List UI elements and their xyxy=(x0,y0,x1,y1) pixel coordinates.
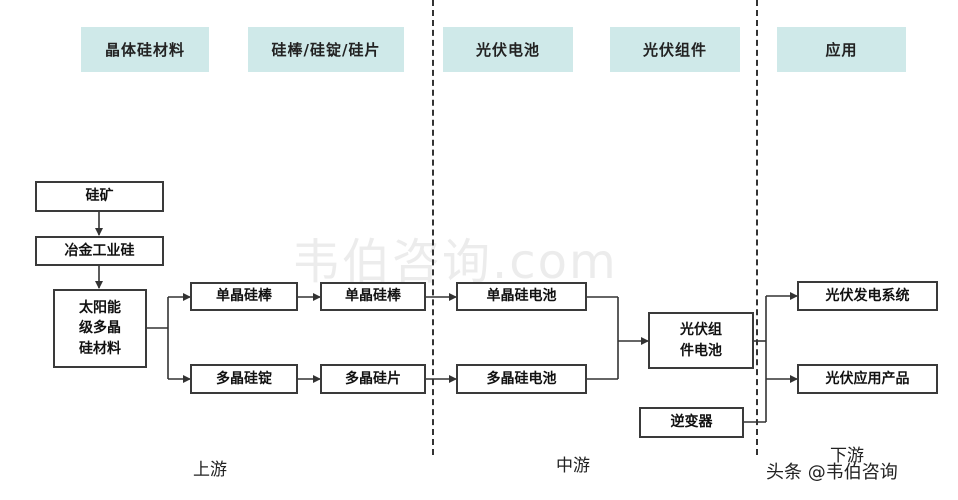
stage-label-downstream: 下游 xyxy=(830,446,864,466)
node-poly-ingot-label: 多晶硅锭 xyxy=(216,370,272,387)
node-silicon-ore: 硅矿 xyxy=(35,181,164,212)
node-solar-grade-poly-line1: 太阳能 xyxy=(79,300,121,317)
node-pv-module-line2: 件电池 xyxy=(680,342,722,359)
node-solar-grade-poly: 太阳能 级多晶 硅材料 xyxy=(53,289,147,368)
node-poly-wafer-label: 多晶硅片 xyxy=(345,370,401,387)
node-pv-application-products-label: 光伏应用产品 xyxy=(825,370,910,387)
node-poly-cell-label: 多晶硅电池 xyxy=(486,370,557,387)
node-poly-cell: 多晶硅电池 xyxy=(456,364,587,394)
node-metallurgical-silicon-label: 冶金工业硅 xyxy=(64,242,135,259)
node-mono-ingot-label: 单晶硅棒 xyxy=(216,288,272,305)
node-pv-module-line1: 光伏组 xyxy=(680,322,722,339)
source-credit-text: 头条 @韦伯咨询 xyxy=(766,462,898,483)
divider-upstream-midstream xyxy=(432,0,434,455)
node-mono-cell-label: 单晶硅电池 xyxy=(486,288,557,305)
stage-label-upstream: 上游 xyxy=(193,460,227,480)
watermark: 韦伯咨询.com xyxy=(292,234,618,290)
node-inverter-label: 逆变器 xyxy=(670,414,713,431)
node-mono-ingot: 单晶硅棒 xyxy=(190,282,298,311)
stage-label-midstream: 中游 xyxy=(556,456,590,476)
node-poly-ingot: 多晶硅锭 xyxy=(190,364,298,394)
header-ingot-wafer: 硅棒/硅锭/硅片 xyxy=(248,27,404,72)
node-pv-module-cell: 光伏组 件电池 xyxy=(648,312,754,369)
node-solar-grade-poly-line3: 硅材料 xyxy=(79,340,121,357)
node-solar-grade-poly-line2: 级多晶 xyxy=(79,320,121,337)
header-application: 应用 xyxy=(777,27,906,72)
header-pv-module: 光伏组件 xyxy=(610,27,740,72)
node-pv-application-products: 光伏应用产品 xyxy=(797,364,938,394)
node-metallurgical-silicon: 冶金工业硅 xyxy=(35,236,164,266)
node-inverter: 逆变器 xyxy=(639,407,744,438)
node-poly-wafer: 多晶硅片 xyxy=(320,364,426,394)
source-credit: 头条 @韦伯咨询 xyxy=(766,458,898,484)
header-pv-cell: 光伏电池 xyxy=(443,27,573,72)
node-pv-power-system-label: 光伏发电系统 xyxy=(825,287,910,304)
divider-midstream-downstream xyxy=(756,0,758,455)
node-mono-rod: 单晶硅棒 xyxy=(320,282,426,311)
node-mono-cell: 单晶硅电池 xyxy=(456,282,587,311)
header-crystalline-silicon: 晶体硅材料 xyxy=(81,27,209,72)
node-silicon-ore-label: 硅矿 xyxy=(85,188,114,205)
node-pv-power-system: 光伏发电系统 xyxy=(797,281,938,311)
node-mono-rod-label: 单晶硅棒 xyxy=(345,288,401,305)
